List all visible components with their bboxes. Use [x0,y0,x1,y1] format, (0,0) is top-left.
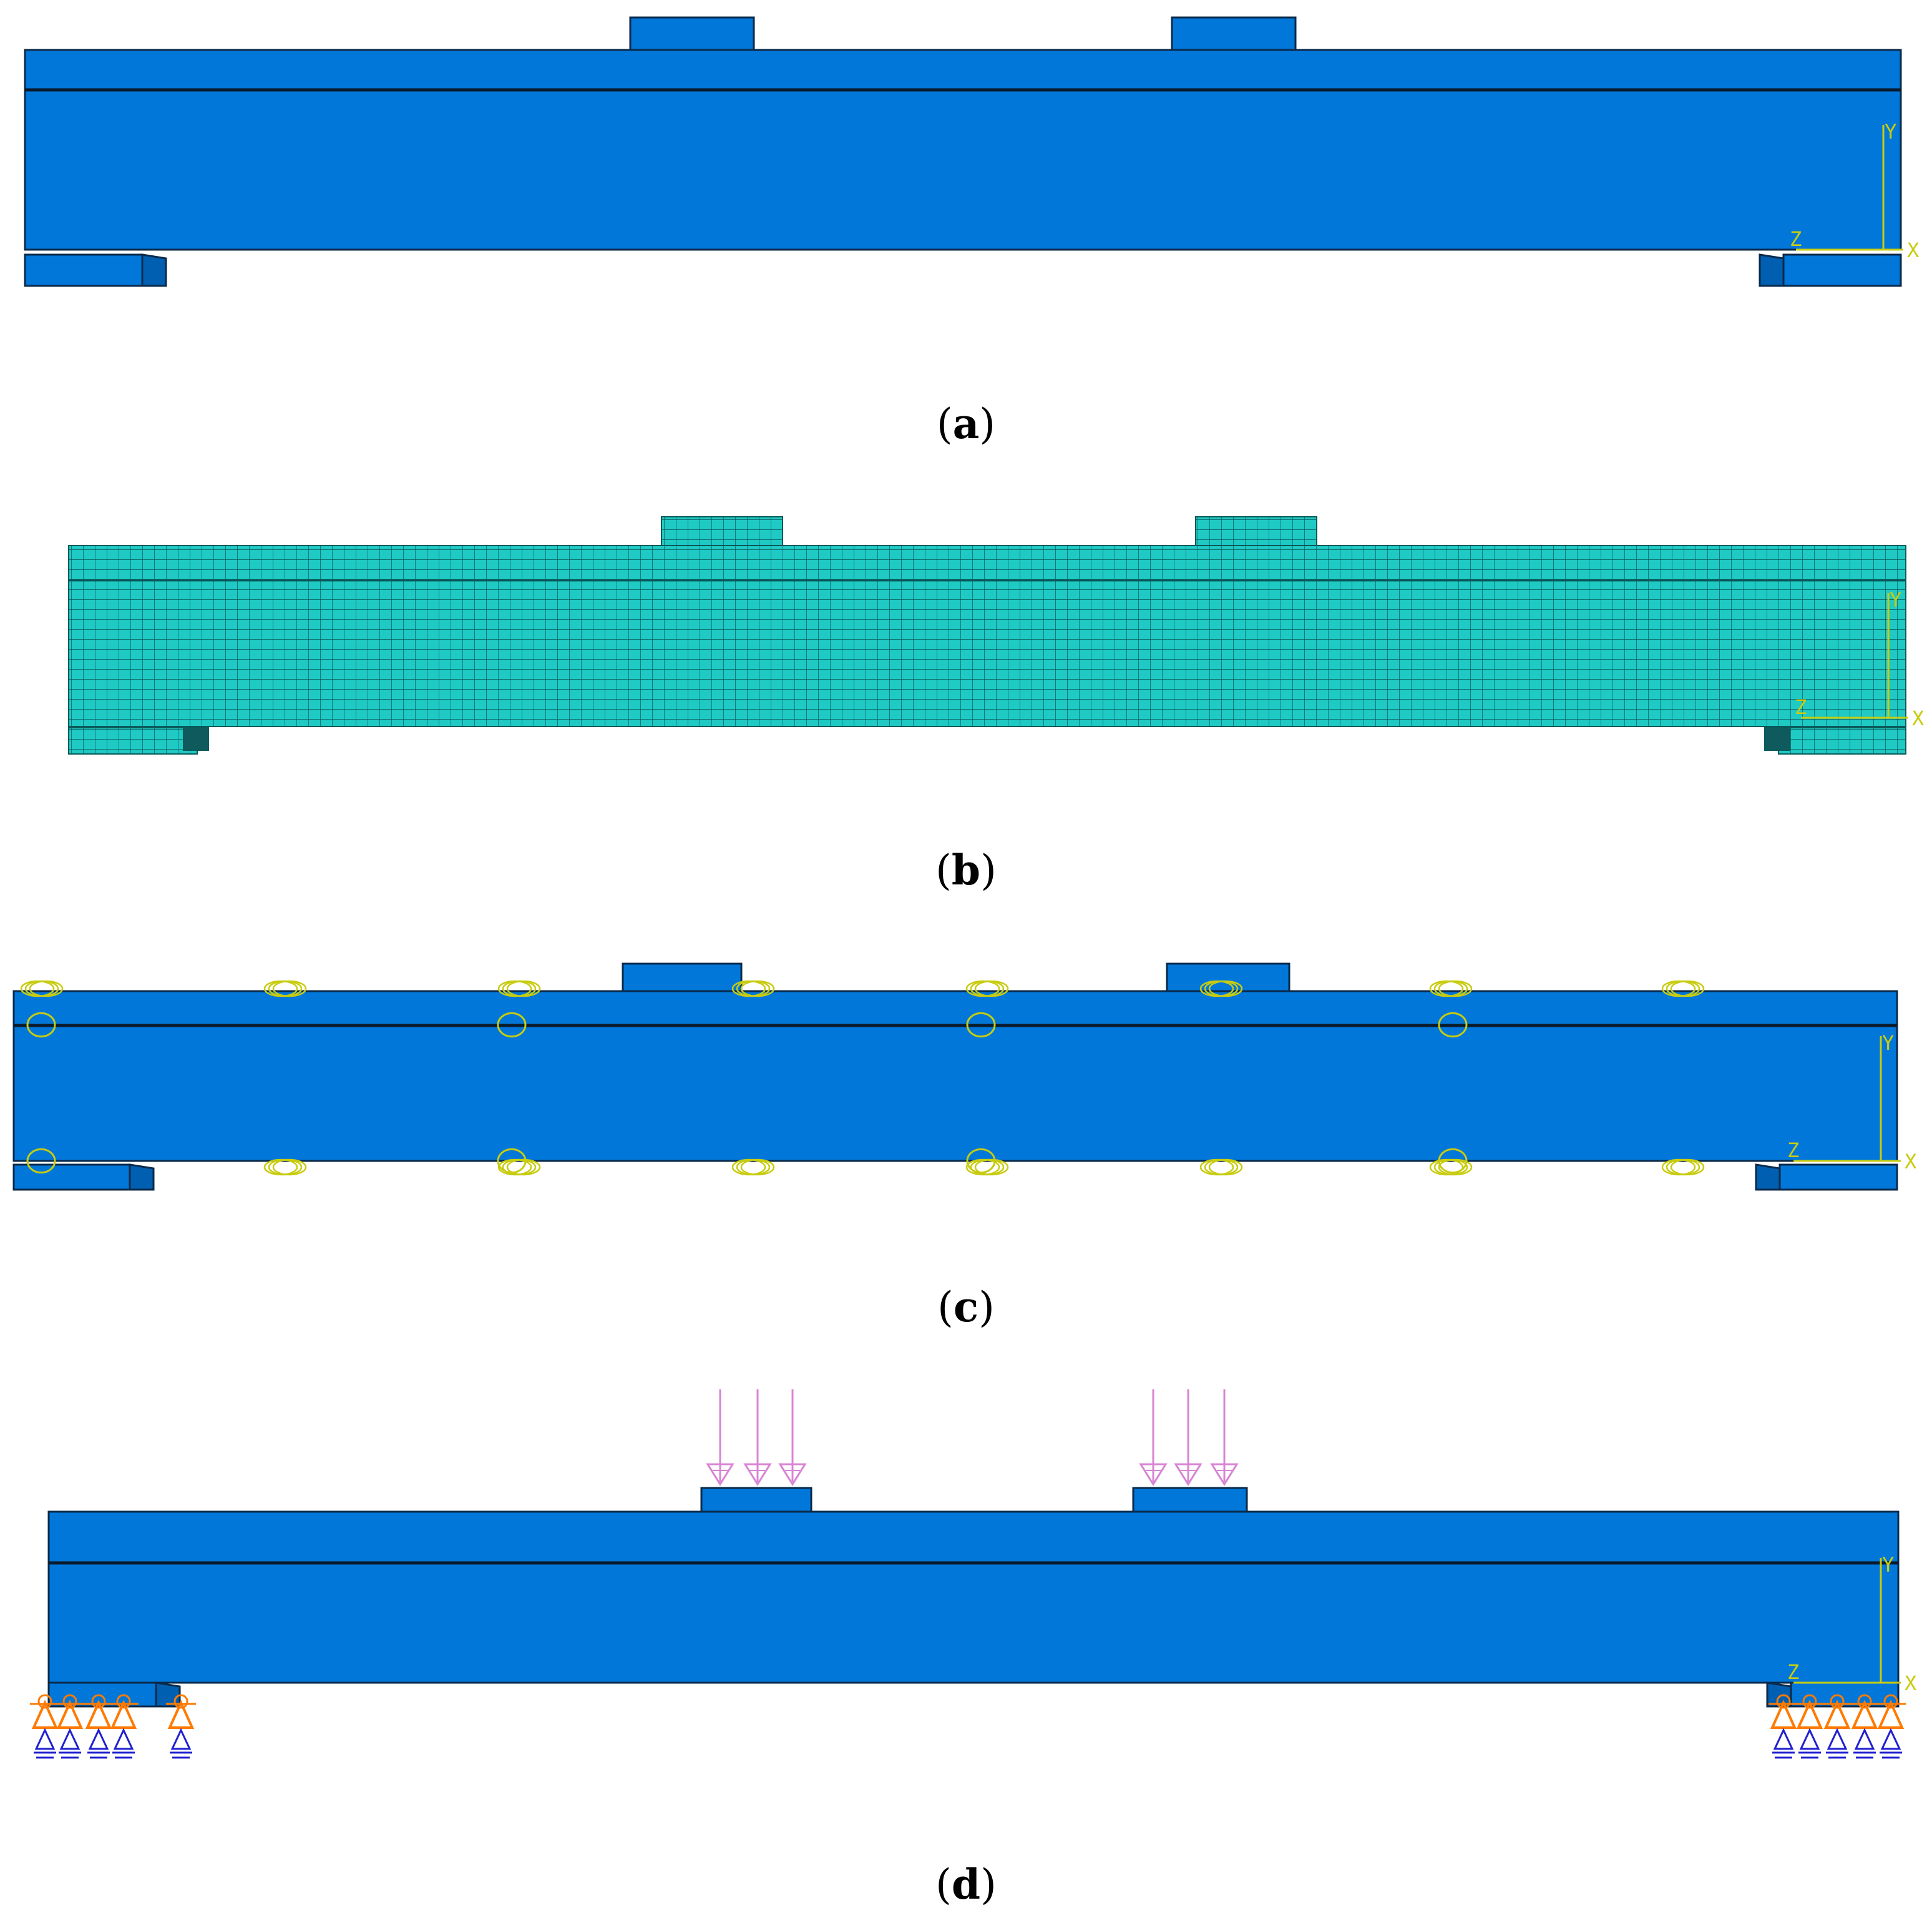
mesh-loading-plate-2 [1195,516,1317,546]
tie-constraint-icon [1429,1158,1473,1176]
tie-constraint-icon [1661,980,1705,997]
support-plate-left-side [141,253,167,287]
caption-b: (b) [935,846,997,894]
mesh-support-left-side [183,727,209,751]
tie-constraint-icon [966,1012,996,1038]
mesh-support-right [1778,727,1906,755]
load-arrow-icon [1174,1389,1203,1486]
support-plate-left [12,1163,131,1191]
tie-constraint-icon [1429,980,1473,997]
mesh-support-left [68,727,198,755]
triad-z-label: Z [1790,227,1802,251]
tie-constraint-icon [26,1012,56,1038]
tie-constraint-icon [497,980,541,997]
tie-constraint-icon [1199,980,1243,997]
load-arrow-icon [743,1389,772,1486]
triad-z-label: Z [1787,1138,1799,1162]
tie-constraint-icon [965,1158,1009,1176]
triad-y-label: Y [1882,1031,1894,1055]
support-plate-right [1782,253,1902,287]
support-plate-left-side [129,1163,155,1191]
support-plate-left [24,253,144,287]
tie-constraint-icon [965,980,1009,997]
boundary-condition-icon [55,1694,85,1759]
triad-x-label: X [1905,1671,1916,1695]
mesh-loading-plate-1 [661,516,783,546]
support-plate-left-side [155,1681,181,1708]
axis-triad-icon: Y X Z [1795,588,1924,730]
beam-top-flange [12,990,1898,1027]
triad-x-label: X [1905,1150,1916,1173]
beam-top-flange [47,1510,1900,1564]
loading-plate-2 [1166,962,1290,992]
boundary-condition-icon [1822,1694,1852,1759]
support-plate-right [1778,1163,1898,1191]
tie-constraint-icon [263,980,307,997]
loading-plate-2 [1132,1487,1248,1513]
beam-body [12,1024,1898,1162]
boundary-condition-icon [1876,1694,1906,1759]
beam-top-flange [24,49,1902,91]
panel-a-model: Y X Z [24,16,1919,287]
load-arrow-icon [1139,1389,1168,1486]
triad-z-label: Z [1787,1660,1799,1684]
load-arrow-icon [778,1389,807,1486]
support-plate-right [1790,1681,1900,1708]
tie-constraint-icon [20,980,64,997]
tie-constraint-icon [263,1158,307,1176]
tie-constraint-icon [1661,1158,1705,1176]
tie-constraint-icon [497,1158,541,1176]
caption-c: (c) [937,1283,995,1331]
tie-constraint-icon [1438,1012,1468,1038]
boundary-condition-icon [1795,1694,1825,1759]
boundary-condition-icon [1850,1694,1880,1759]
tie-constraint-icon [731,980,775,997]
tie-constraint-icon [497,1012,527,1038]
beam-body [24,89,1902,251]
mesh-support-right-side [1764,727,1790,751]
tie-constraint-icon [731,1158,775,1176]
panel-b-mesh: Y X Z [68,516,1924,755]
triad-y-label: Y [1885,120,1896,144]
axis-triad-icon: Y X Z [1790,120,1919,262]
load-arrow-icon [1210,1389,1239,1486]
mesh-beam [68,545,1906,727]
panel-d-loads-boundary: Y X Z [30,1389,1916,1759]
caption-a: (a) [936,399,996,448]
boundary-condition-icon [109,1694,139,1759]
triad-x-label: X [1912,707,1924,730]
loading-plate-1 [700,1487,812,1513]
load-arrow-icon [706,1389,734,1486]
beam-body [47,1562,1900,1684]
axis-triad-icon: Y X Z [1787,1031,1916,1173]
loading-plate-1 [622,962,743,992]
triad-x-label: X [1907,238,1919,262]
loading-plate-1 [629,16,755,51]
loading-plate-2 [1171,16,1297,51]
triad-y-label: Y [1882,1553,1894,1577]
boundary-condition-icon [1769,1694,1798,1759]
triad-z-label: Z [1795,695,1807,719]
support-plate-right-side [1755,1163,1781,1191]
panel-c-interaction: Y X Z [12,962,1916,1191]
boundary-condition-icon [166,1694,196,1759]
triad-y-label: Y [1890,588,1901,612]
caption-d: (d) [935,1860,997,1909]
support-plate-right-side [1759,253,1785,287]
tie-constraint-icon [1199,1158,1243,1176]
axis-triad-icon: Y X Z [1787,1553,1916,1695]
tie-constraint-icon [26,1148,56,1174]
support-plate-right-side [1766,1681,1792,1708]
boundary-condition-icon [84,1694,114,1759]
